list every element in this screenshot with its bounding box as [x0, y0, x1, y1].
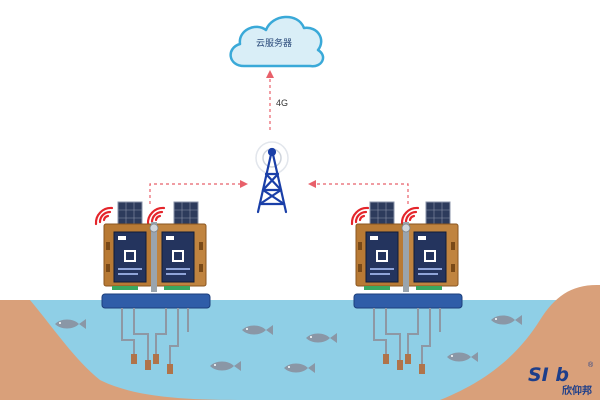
- link-arrow-right: [316, 183, 409, 204]
- link-arrowhead-right: [308, 180, 316, 188]
- link-arrowhead-left: [240, 180, 248, 188]
- tower-signal-ring-outer: [255, 141, 289, 175]
- company-logo: SI b 欣仰邦 ®: [522, 362, 600, 398]
- wifi-signal-icon: [400, 206, 420, 226]
- wifi-signal-icon: [350, 206, 370, 226]
- cloud-server-icon: [229, 15, 325, 68]
- registered-mark: ®: [588, 362, 594, 369]
- wifi-signal-icon: [94, 206, 114, 226]
- shore-right: [440, 284, 600, 400]
- uplink-arrow: [266, 70, 274, 130]
- uplink-label: 4G: [276, 98, 289, 108]
- cell-tower-icon: [256, 147, 288, 214]
- wifi-signal-icon: [146, 206, 166, 226]
- shore-left: [0, 300, 260, 400]
- logo-text: 欣仰邦: [562, 386, 592, 397]
- logo-mark: SI b: [528, 364, 569, 386]
- cloud-server-label: 云服务器: [255, 39, 292, 49]
- link-arrow-left: [149, 183, 240, 204]
